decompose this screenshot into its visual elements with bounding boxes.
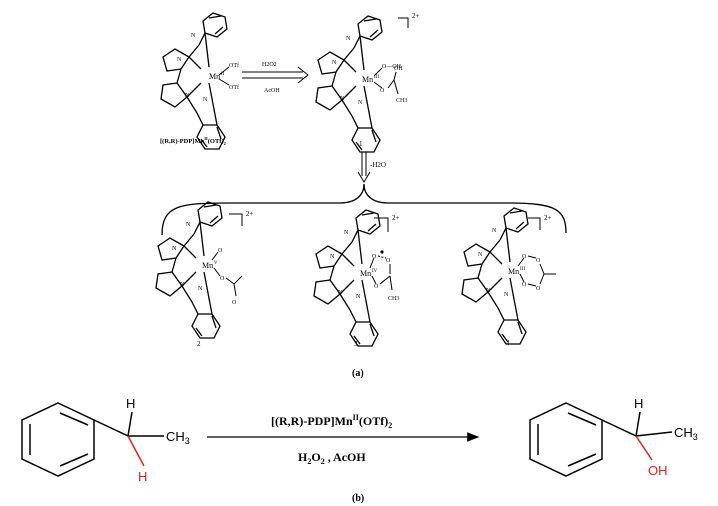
complex-3: Mn IV O O O CH3 N N N N xyxy=(313,209,399,347)
complex-1-charge: 2+ xyxy=(412,12,420,20)
precursor-complex: Mn II OTf OTf N N N N xyxy=(160,12,239,150)
svg-text:Mn: Mn xyxy=(362,75,373,84)
arrow-1: H2O2 AcOH xyxy=(242,62,309,94)
complex-4-charge: 2+ xyxy=(544,214,552,222)
conditions-label: H2O2 , AcOH xyxy=(298,450,366,466)
complex-1: Mn III O—OH O OH CH3 N N N N xyxy=(315,15,407,153)
svg-text:O: O xyxy=(522,254,527,260)
svg-text:O: O xyxy=(380,88,385,94)
svg-text:O: O xyxy=(536,258,541,264)
arrow-2: -H2O xyxy=(357,152,386,183)
svg-text:N: N xyxy=(486,288,491,294)
precursor-label: [(R,R)-PDP]MnII(OTf)2 xyxy=(160,136,227,146)
svg-text:O: O xyxy=(220,276,225,282)
svg-text:N: N xyxy=(356,294,361,300)
svg-text:O: O xyxy=(386,258,391,264)
precursor-metal: Mn xyxy=(209,72,220,81)
svg-text:N: N xyxy=(177,57,182,63)
svg-text:N: N xyxy=(478,252,483,258)
complex-4-number: 4 xyxy=(506,339,510,347)
complex-1-number: 1 xyxy=(359,140,363,148)
svg-text:O: O xyxy=(374,284,379,290)
arrow-2-label: -H2O xyxy=(370,161,386,169)
svg-text:Mn: Mn xyxy=(508,267,519,276)
svg-text:N: N xyxy=(344,230,349,236)
svg-text:N: N xyxy=(180,282,185,288)
precursor-otf-1: OTf xyxy=(229,62,239,69)
product-oh: OH xyxy=(648,463,668,478)
precursor-metal-ox: II xyxy=(221,72,225,77)
complex-2-number: 2 xyxy=(197,340,201,348)
arrow-1-bottom: AcOH xyxy=(264,88,280,94)
svg-text:N: N xyxy=(358,100,363,106)
svg-text:III: III xyxy=(520,267,525,272)
svg-text:N: N xyxy=(340,96,345,102)
reactant-ethylbenzene xyxy=(21,402,164,477)
svg-text:N: N xyxy=(203,97,208,103)
complex-3-number: 3 xyxy=(354,340,358,348)
svg-text:Mn: Mn xyxy=(202,261,213,270)
reactant-h-top: H xyxy=(126,396,135,411)
arrow-1-top: H2O2 xyxy=(262,62,277,68)
complex-4: Mn III O O O O N N N N xyxy=(461,207,556,345)
svg-text:N: N xyxy=(185,93,190,99)
svg-text:O: O xyxy=(536,286,541,292)
product-ch3: CH3 xyxy=(674,425,698,442)
complex-2: Mn V O O O N N N N xyxy=(155,201,243,339)
svg-text:N: N xyxy=(504,292,509,298)
caption-a: (a) xyxy=(352,368,364,379)
svg-text:N: N xyxy=(186,222,191,228)
svg-text:O: O xyxy=(218,248,223,254)
svg-text:O: O xyxy=(372,254,377,260)
svg-text:N: N xyxy=(172,246,177,252)
svg-text:CH3: CH3 xyxy=(396,98,407,104)
svg-text:V: V xyxy=(214,261,218,266)
caption-b: (b) xyxy=(352,493,364,504)
svg-text:III: III xyxy=(374,75,379,80)
svg-text:N: N xyxy=(338,290,343,296)
precursor-otf-2: OTf xyxy=(229,84,239,91)
reactant-h-bottom: H xyxy=(138,469,147,484)
product-h: H xyxy=(634,396,643,411)
brace xyxy=(161,183,567,236)
complex-1-ooh: O—OH xyxy=(382,64,402,70)
svg-text:O: O xyxy=(232,300,237,306)
svg-text:N: N xyxy=(492,228,497,234)
svg-text:IV: IV xyxy=(372,269,378,274)
svg-text:O: O xyxy=(522,282,527,288)
reactant-ch3: CH3 xyxy=(166,429,190,446)
svg-text:Mn: Mn xyxy=(360,269,371,278)
complex-3-charge: 2+ xyxy=(392,214,400,222)
svg-text:N: N xyxy=(332,60,337,66)
svg-text:CH3: CH3 xyxy=(388,296,399,302)
product-phenylethanol xyxy=(529,402,673,477)
complex-2-charge: 2+ xyxy=(246,210,254,218)
svg-text:OH: OH xyxy=(394,66,403,72)
svg-text:N: N xyxy=(191,33,196,39)
svg-text:N: N xyxy=(198,286,203,292)
svg-text:N: N xyxy=(330,254,335,260)
svg-text:N: N xyxy=(346,36,351,42)
catalyst-label: [(R,R)-PDP]MnII(OTf)2 xyxy=(271,413,392,430)
